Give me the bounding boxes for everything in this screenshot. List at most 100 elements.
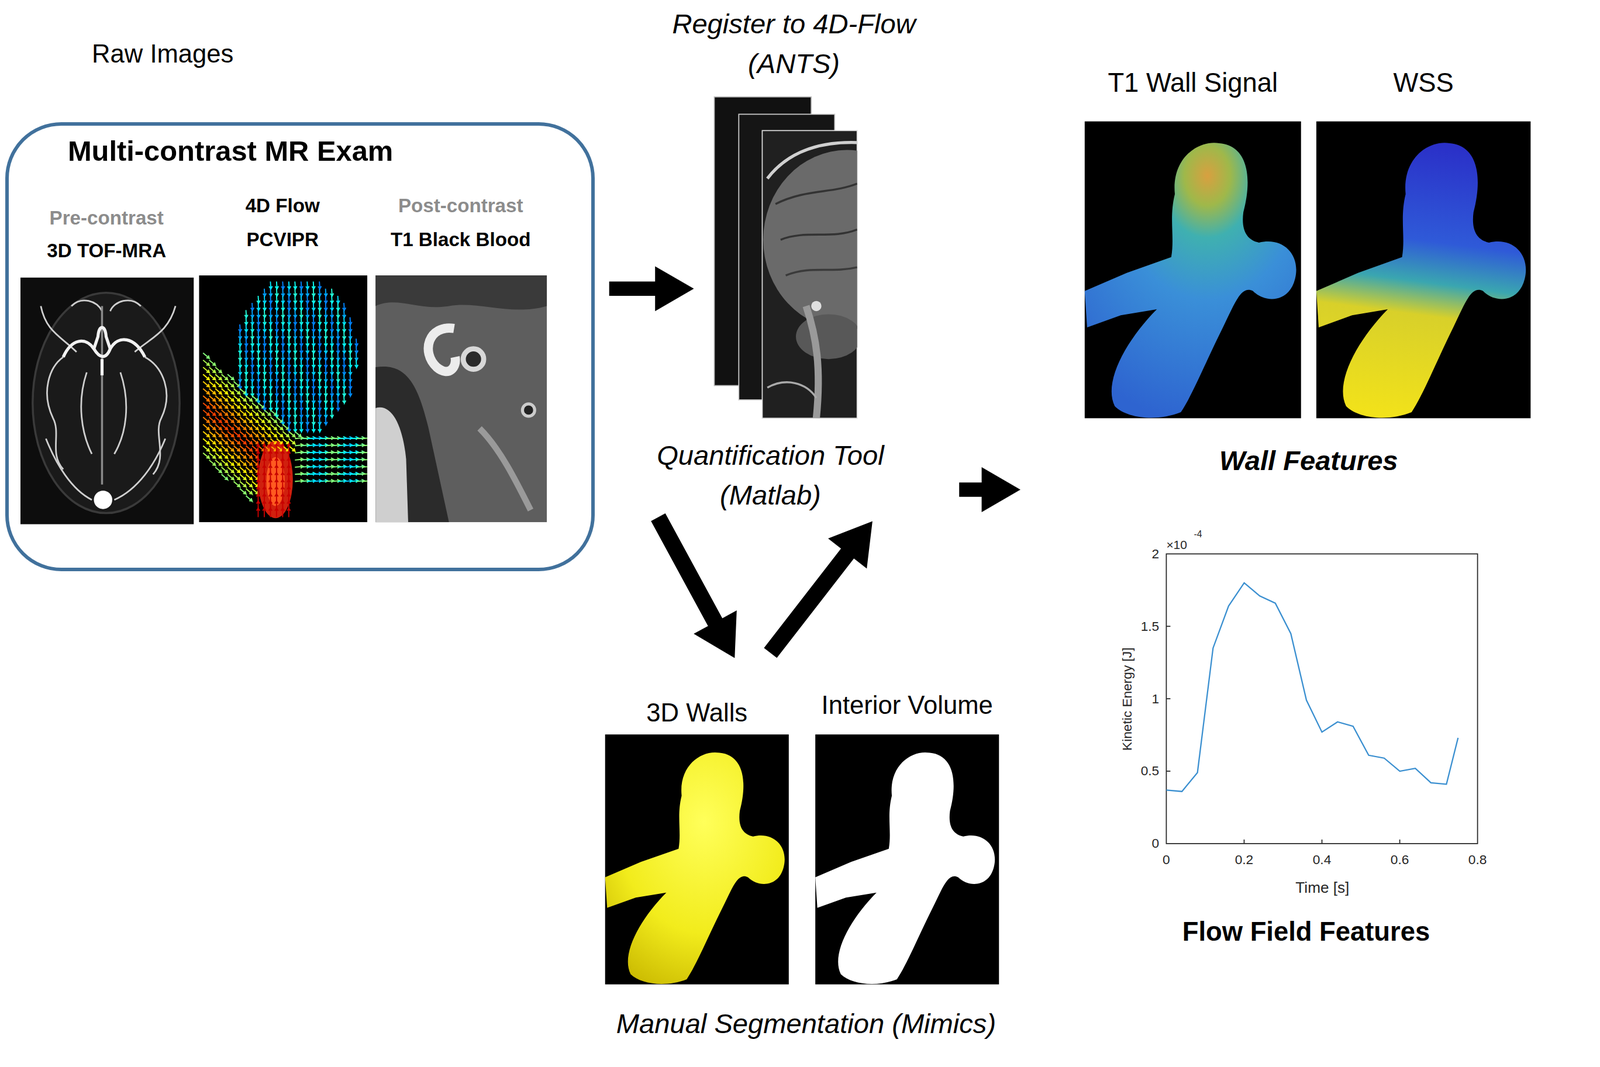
flow-vector — [209, 360, 216, 366]
flow-vector — [233, 388, 241, 395]
flow-vector — [239, 409, 247, 416]
flow-vector — [202, 424, 210, 430]
flow-vector — [227, 467, 234, 473]
flow-vector — [336, 309, 340, 318]
flow-vector — [202, 402, 210, 409]
flow-vector — [293, 353, 298, 361]
flow-vector — [215, 453, 222, 459]
flow-vector — [287, 353, 292, 361]
flow-vector — [336, 395, 340, 404]
flow-vector — [318, 409, 322, 418]
flow-vector — [300, 360, 304, 368]
flow-vector — [221, 424, 229, 430]
flow-vector — [215, 402, 222, 409]
flow-vector — [233, 474, 241, 480]
flow-vector — [233, 381, 241, 388]
flow-vector — [354, 338, 359, 347]
flow-vector — [336, 353, 340, 361]
flow-vector — [209, 388, 216, 395]
flow-vector — [318, 381, 322, 390]
image-panel: T1 Wall Signal — [1084, 65, 1302, 419]
flow-vector — [287, 508, 291, 517]
flow-vector — [311, 353, 316, 361]
flow-vector — [215, 374, 222, 380]
flow-vector — [318, 345, 322, 354]
flow-vector — [300, 345, 304, 354]
flow-vector — [209, 395, 216, 402]
flow-vector — [281, 302, 285, 311]
flow-vector — [263, 395, 267, 404]
panel-subtitle: Post-contrast — [374, 194, 547, 218]
flow-vector — [305, 353, 310, 361]
flow-vector — [239, 453, 247, 459]
flow-vector — [281, 367, 285, 375]
flow-vector — [281, 360, 285, 368]
flow-vector — [233, 460, 241, 466]
flow-vector — [318, 309, 322, 318]
flow-vector — [269, 388, 273, 397]
flow-vector — [323, 338, 328, 347]
flow-vector — [270, 445, 277, 451]
flow-vector — [252, 438, 259, 444]
flow-vector — [281, 338, 285, 347]
flow-vector — [293, 295, 298, 304]
flow-vector — [252, 424, 259, 430]
process-label: Quantification Tool (Matlab) — [617, 433, 924, 518]
flow-vector — [281, 317, 285, 326]
flow-vector — [342, 338, 347, 347]
axis-label: 0.5 — [1120, 761, 1160, 781]
flow-vector — [275, 281, 279, 290]
flow-vector — [300, 295, 304, 304]
flow-vector — [263, 353, 267, 361]
flow-vector — [305, 331, 310, 340]
segmentation-group: Manual Segmentation (Mimics)3D WallsInte… — [597, 673, 1016, 1044]
flow-vector — [330, 295, 334, 304]
flow-vector — [287, 324, 292, 333]
flow-vector — [202, 445, 210, 451]
flow-vector — [209, 453, 216, 459]
flow-vector — [209, 424, 216, 430]
flow-vector — [256, 309, 261, 318]
flow-vector — [264, 424, 271, 430]
flow-vector — [250, 309, 255, 318]
flow-vector — [348, 367, 353, 375]
node-text: PCVIPR — [198, 228, 367, 252]
flow-vector — [305, 295, 310, 304]
registered-image-stack — [714, 97, 931, 419]
flow-vector — [342, 360, 347, 368]
flow-vector — [330, 374, 334, 382]
flow-vector — [336, 331, 340, 340]
flow-vector — [256, 388, 261, 397]
axis-label: 1.5 — [1120, 617, 1160, 636]
axis-label: 0.8 — [1457, 850, 1499, 870]
flow-vector — [269, 295, 273, 304]
flow-vector — [311, 288, 316, 297]
flow-vector — [257, 402, 265, 409]
flow-vector — [293, 424, 298, 433]
flow-vector — [336, 381, 340, 390]
flow-vector — [221, 388, 229, 395]
flow-vector — [305, 409, 310, 418]
flow-vector — [209, 367, 216, 373]
flow-vector — [250, 302, 255, 311]
flow-vector — [318, 374, 322, 382]
flow-vector — [336, 302, 340, 311]
flow-vector — [238, 360, 243, 368]
flow-vector — [252, 409, 259, 416]
flow-vector — [330, 331, 334, 340]
flow-vector — [252, 474, 259, 480]
flow-vector — [311, 409, 316, 418]
flow-vector — [361, 457, 368, 462]
node-text: Manual Segmentation (Mimics) — [597, 1007, 1016, 1041]
flow-vector — [221, 374, 229, 380]
flow-vector — [318, 317, 322, 326]
flow-vector — [287, 345, 292, 354]
flow-vector — [323, 309, 328, 318]
flow-vector — [300, 388, 304, 397]
flow-vector — [233, 402, 241, 409]
flow-vector — [246, 460, 253, 466]
flow-vector — [257, 445, 265, 451]
flow-vector — [311, 324, 316, 333]
flow-vector — [281, 508, 285, 517]
node-text: Wall Features — [1079, 444, 1538, 478]
